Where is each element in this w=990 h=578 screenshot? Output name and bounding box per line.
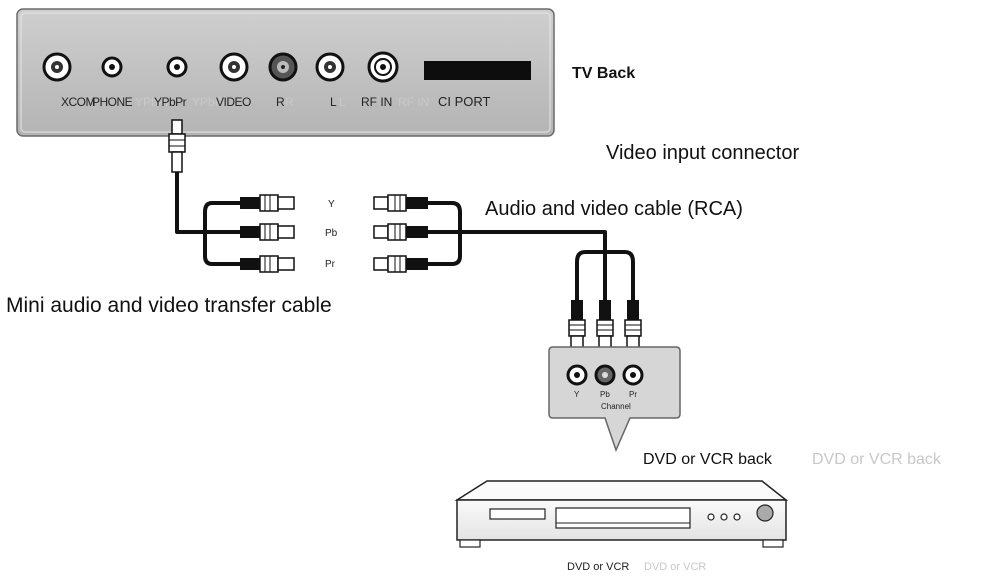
ypbpr-jack: [166, 56, 188, 78]
rca-plug-left-y: [240, 194, 295, 212]
label-xcom: XCOM: [61, 95, 96, 109]
rca-label-pb: Pb: [325, 228, 338, 239]
label-video: VIDEO: [216, 95, 251, 109]
rca-plug-right-pr: [373, 255, 428, 273]
xcom-jack: [42, 52, 72, 82]
rca-plug-right-y: [373, 194, 428, 212]
dvd-back-label-ghost: DVD or VCR back: [812, 451, 942, 468]
label-audio-r: R: [276, 95, 285, 109]
dvd-back-label: DVD or VCR back: [643, 451, 773, 468]
dvd-label-channel: Channel: [601, 402, 631, 411]
mini-transfer-cable: [175, 172, 260, 266]
label-phone: PHONE: [92, 95, 133, 109]
label-rf-in-ghost: RF IN: [398, 95, 429, 109]
label-ypbpr: YPbPr: [154, 95, 187, 109]
dvd-jack-pb: [594, 364, 616, 386]
rca-label-y: Y: [328, 199, 335, 210]
dvd-label-pr: Pr: [629, 390, 637, 399]
control-button: [707, 513, 715, 521]
rca-label-pr: Pr: [325, 259, 336, 270]
mini-plug: [168, 119, 186, 173]
dvd-vcr-device: [454, 480, 789, 548]
disc-tray: [489, 508, 546, 520]
rca-plug-down-y: [568, 300, 586, 351]
tv-back-title: TV Back: [572, 65, 635, 82]
ci-port-slot: [424, 61, 531, 80]
control-button: [720, 513, 728, 521]
display-window: [555, 507, 691, 529]
rca-cable: [428, 201, 635, 300]
rca-plug-down-pr: [624, 300, 642, 351]
video-input-label: Video input connector: [606, 142, 799, 164]
label-rf-in: RF IN: [361, 95, 392, 109]
mini-cable-label: Mini audio and video transfer cable: [6, 294, 332, 317]
phone-jack: [101, 56, 123, 78]
dvd-jack-pr: [622, 364, 644, 386]
control-button: [733, 513, 741, 521]
rca-plug-left-pb: [240, 223, 295, 241]
label-ci-port: CI PORT: [438, 94, 491, 109]
label-audio-l-ghost: L: [339, 95, 346, 109]
audio-l-jack: [315, 52, 345, 82]
rca-plug-left-pr: [240, 255, 295, 273]
rca-plug-down-pb: [596, 300, 614, 351]
rf-in-jack: [367, 51, 399, 83]
label-audio-l: L: [330, 95, 337, 109]
power-knob: [756, 504, 774, 522]
label-audio-r-ghost: R: [285, 95, 294, 109]
dvd-label-pb: Pb: [600, 390, 610, 399]
label-ypbpr-ghost-2: YPbPr: [192, 95, 227, 109]
dvd-back-panel: [548, 346, 681, 453]
label-ypbpr-ghost: YPbPr: [135, 95, 170, 109]
dvd-label-y: Y: [574, 390, 580, 399]
audio-r-jack: [268, 52, 298, 82]
dvd-jack-y: [566, 364, 588, 386]
dvd-vcr-label-ghost: DVD or VCR: [644, 561, 706, 573]
dvd-vcr-label: DVD or VCR: [567, 561, 629, 573]
video-jack: [219, 52, 249, 82]
av-cable-label: Audio and video cable (RCA): [485, 198, 743, 220]
rca-plug-right-pb: [373, 223, 428, 241]
